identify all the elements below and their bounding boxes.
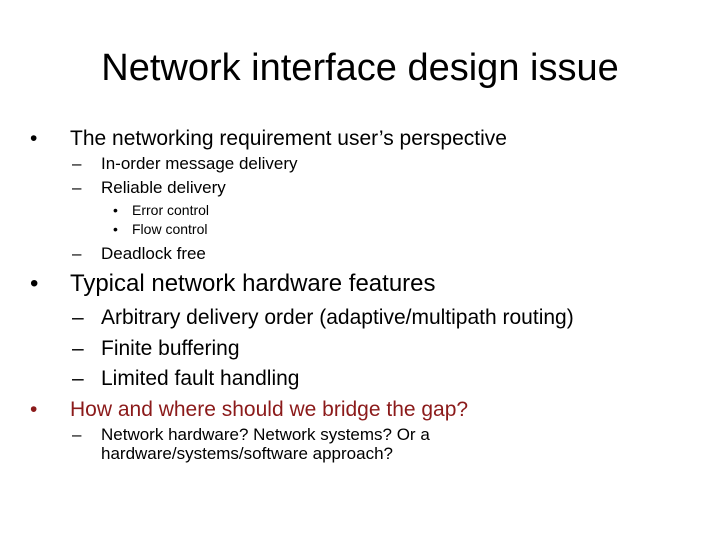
bullet-marker: •: [113, 202, 118, 218]
dash-marker: –: [72, 306, 84, 329]
sub-item-reliable: –Reliable delivery: [72, 177, 226, 199]
dash-marker: –: [72, 244, 82, 263]
bullet-marker: •: [113, 221, 118, 237]
sub-item-limited: –Limited fault handling: [72, 365, 299, 393]
sub-item-text: Reliable delivery: [101, 178, 226, 197]
dash-marker: –: [72, 154, 82, 173]
sub-item-answer: –Network hardware? Network systems? Or a: [72, 424, 430, 446]
bullet-hardware: • Typical network hardware features: [30, 269, 436, 299]
bullet-marker: •: [30, 270, 39, 297]
sub-item-text: hardware/systems/software approach?: [101, 444, 393, 463]
slide-title: Network interface design issue: [101, 47, 619, 89]
sub-item-text: Limited fault handling: [101, 367, 300, 390]
sub-item-text: Network hardware? Network systems? Or a: [101, 425, 430, 444]
bullet-marker: •: [30, 127, 38, 150]
sub-item-text: Finite buffering: [101, 337, 240, 360]
sub-sub-item-error-control: • Error control: [113, 201, 209, 219]
bullet-text: How and where should we bridge the gap?: [70, 398, 469, 421]
dash-marker: –: [72, 425, 82, 444]
sub-item-in-order: –In-order message delivery: [72, 153, 298, 175]
sub-item-deadlock: –Deadlock free: [72, 243, 206, 265]
bullet-marker: •: [30, 398, 38, 421]
sub-sub-item-flow-control: • Flow control: [113, 220, 207, 238]
dash-marker: –: [72, 367, 84, 390]
bullet-question: • How and where should we bridge the gap?: [30, 397, 468, 423]
bullet-text: Typical network hardware features: [70, 270, 436, 297]
sub-item-arbitrary: –Arbitrary delivery order (adaptive/mult…: [72, 304, 574, 332]
sub-item-text: In-order message delivery: [101, 154, 298, 173]
sub-sub-item-text: Flow control: [132, 221, 208, 237]
sub-item-answer-continued: hardware/systems/software approach?: [101, 443, 393, 465]
dash-marker: –: [72, 337, 84, 360]
sub-sub-item-text: Error control: [132, 202, 210, 218]
sub-item-text: Arbitrary delivery order (adaptive/multi…: [101, 306, 574, 329]
sub-item-text: Deadlock free: [101, 244, 206, 263]
sub-item-finite: –Finite buffering: [72, 335, 240, 363]
bullet-requirement: • The networking requirement user’s persp…: [30, 126, 507, 152]
bullet-text: The networking requirement user’s perspe…: [70, 127, 507, 150]
dash-marker: –: [72, 178, 82, 197]
